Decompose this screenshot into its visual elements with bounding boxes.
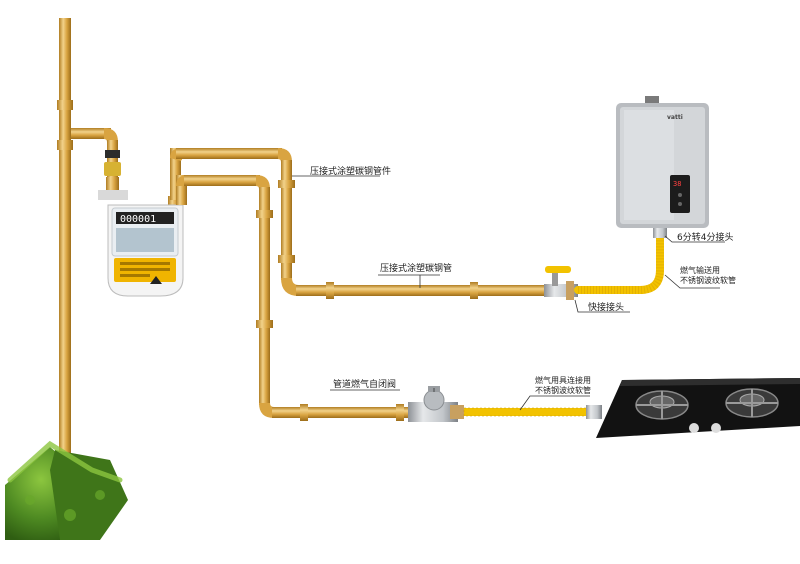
right-burner — [725, 388, 779, 418]
label-stove-hose: 燃气用具连接用 不锈钢波纹软管 — [535, 376, 591, 396]
upper-pipe-run — [170, 148, 544, 299]
label-quick-connector: 快接接头 — [588, 303, 625, 313]
self-closing-valve — [408, 386, 464, 422]
lower-pipe-run — [176, 175, 412, 421]
left-knob — [689, 423, 699, 433]
heater-display: 38 — [673, 180, 681, 188]
label-heater-hose: 燃气输送用 不锈钢波纹软管 — [680, 266, 736, 286]
label-valve: 管道燃气自闭阀 — [333, 380, 397, 390]
meter-inlet-pipe — [71, 128, 121, 191]
adapter-fitting — [653, 226, 667, 238]
label-heater-hose-line2: 不锈钢波纹软管 — [680, 276, 736, 285]
main-riser-pipe — [57, 18, 73, 468]
grass-house — [5, 440, 128, 540]
heater-brand: vatti — [667, 114, 683, 121]
label-pipe: 压接式涂塑碳钢管 — [380, 264, 453, 274]
gas-meter: 000001 — [98, 190, 184, 297]
meter-digits: 000001 — [120, 214, 156, 225]
water-heater: vatti 38 — [616, 96, 709, 228]
gas-stove — [596, 378, 800, 438]
label-fitting: 压接式涂塑碳钢管件 — [310, 167, 392, 177]
quick-connector-valve — [544, 266, 578, 300]
leader-lines — [292, 175, 725, 411]
label-stove-hose-line1: 燃气用具连接用 — [535, 376, 591, 385]
stove-hose — [463, 405, 602, 419]
left-burner — [635, 390, 689, 420]
heater-hose — [574, 232, 664, 294]
label-adapter: 6分转4分接头 — [677, 233, 734, 243]
right-knob — [711, 423, 721, 433]
label-stove-hose-line2: 不锈钢波纹软管 — [535, 386, 591, 395]
label-heater-hose-line1: 燃气输送用 — [680, 266, 720, 275]
